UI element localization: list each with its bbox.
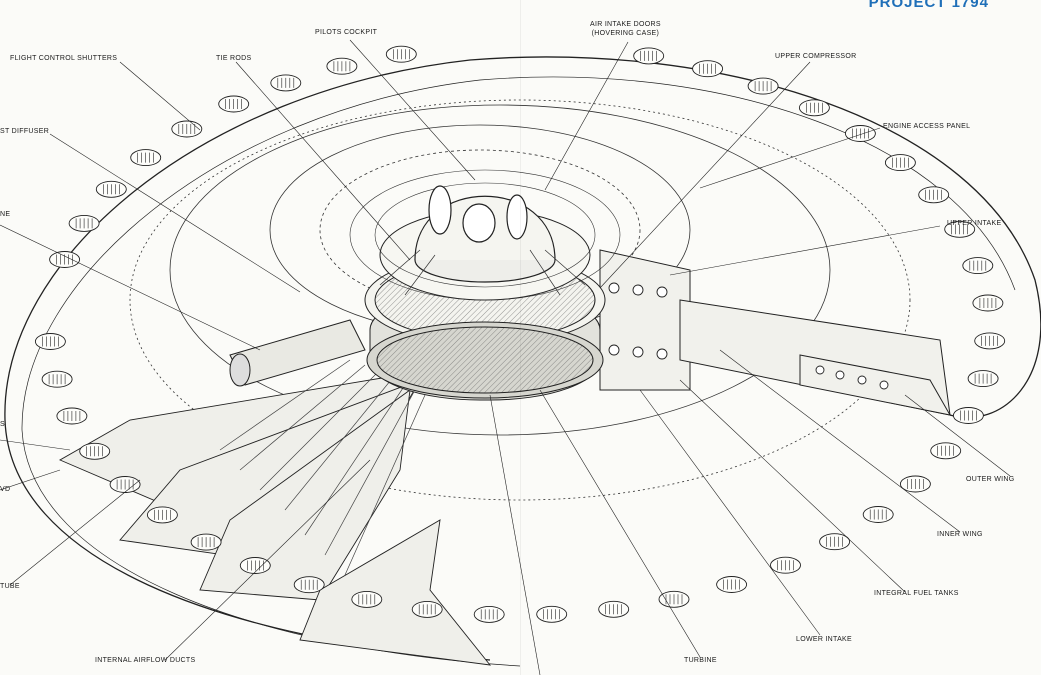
wing-holes [608, 282, 889, 390]
label-air-intake-doors-line1: AIR INTAKE DOORS [590, 21, 661, 28]
compressor-ring [349, 169, 621, 301]
duct-hatching [219, 359, 426, 576]
page-fold [520, 0, 521, 675]
label-air-intake-doors: AIR INTAKE DOORS (HOVERING CASE) [590, 20, 661, 38]
tie-rods [379, 249, 586, 296]
label-engine-access-panel: ENGINE ACCESS PANEL [883, 123, 971, 130]
label-air-intake-doors-line2: (HOVERING CASE) [591, 30, 660, 37]
outer-disc [4, 56, 1041, 667]
engine-nacelle [229, 319, 366, 387]
label-engine-partial: NE [0, 211, 11, 218]
wing-cutaway [599, 249, 951, 416]
label-outer-wing: OUTER WING [966, 476, 1015, 483]
label-flight-control-shutters: FLIGHT CONTROL SHUTTERS [10, 55, 118, 62]
label-internal-airflow-ducts: INTERNAL AIRFLOW DUCTS [95, 657, 196, 664]
label-vd-partial: VD [0, 486, 11, 493]
label-tube-partial: TUBE [0, 583, 20, 590]
label-turbine: TURBINE [684, 657, 717, 664]
label-upper-compressor: UPPER COMPRESSOR [775, 53, 857, 60]
label-pilots-cockpit: PILOTS COCKPIT [315, 29, 378, 36]
label-lower-intake: LOWER INTAKE [796, 636, 852, 643]
label-inner-wing: INNER WING [937, 531, 983, 538]
project-title: PROJECT 1794 [868, 0, 989, 11]
label-exhaust-diffuser: ST DIFFUSER [0, 128, 50, 135]
label-integral-fuel-tanks: INTEGRAL FUEL TANKS [874, 590, 959, 597]
label-upper-intake: UPPER INTAKE [947, 220, 1002, 227]
label-s-partial: S [0, 421, 5, 428]
label-tie-rods: TIE RODS [216, 55, 252, 62]
flight-control-shutters [34, 45, 1006, 623]
airflow-ducts [58, 369, 492, 666]
leader-lines [0, 39, 1011, 675]
pilots-cockpit-dome [414, 185, 556, 283]
